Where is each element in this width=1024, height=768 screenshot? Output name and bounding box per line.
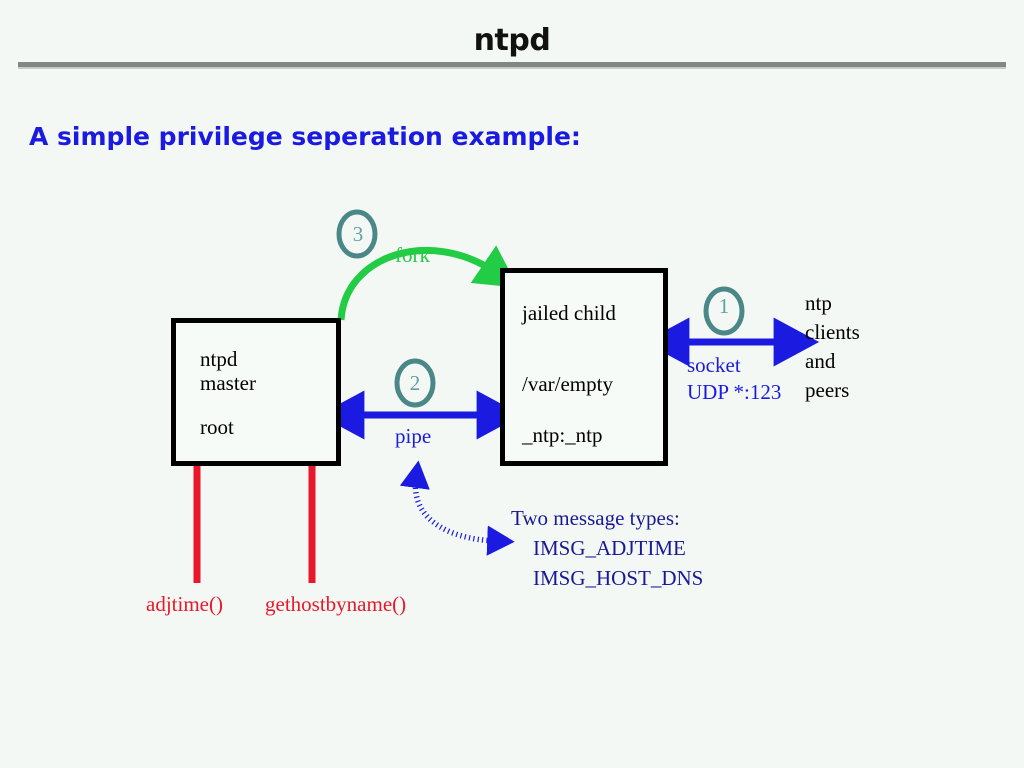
page-title: ntpd	[473, 23, 551, 58]
child-box-line-1: jailed child	[522, 301, 616, 325]
clients-line-1: ntp	[805, 291, 832, 315]
ntp-clients-text: ntp clients and peers	[805, 289, 860, 405]
socket-label: socket	[687, 353, 741, 377]
clients-line-3: and	[805, 349, 836, 373]
adjtime-label: adjtime()	[146, 592, 223, 616]
clients-line-4: peers	[805, 378, 850, 402]
ntpd-master-box: ntpd master root	[171, 318, 341, 466]
master-box-line-1: ntpd	[200, 347, 238, 371]
clients-line-2: clients	[805, 320, 860, 344]
child-box-line-3: _ntp:_ntp	[522, 423, 603, 447]
gethostbyname-label: gethostbyname()	[265, 592, 407, 616]
step-badge-1-number: 1	[718, 294, 730, 318]
step-badge-3-number: 3	[352, 222, 364, 246]
pipe-label: pipe	[395, 424, 432, 448]
slide-subtitle: A simple privilege seperation example:	[29, 122, 581, 151]
message-type-item-1: IMSG_ADJTIME	[533, 536, 686, 560]
jailed-child-box: jailed child /var/empty _ntp:_ntp	[500, 268, 668, 466]
message-types-heading: Two message types:	[511, 506, 680, 530]
message-callout-arrow	[399, 460, 515, 556]
message-types-block: Two message types: IMSG_ADJTIME IMSG_HOS…	[511, 503, 703, 593]
fork-label: fork	[395, 243, 430, 267]
message-type-item-2: IMSG_HOST_DNS	[533, 566, 704, 590]
child-box-line-2: /var/empty	[522, 372, 613, 396]
step-badge-2-number: 2	[409, 371, 421, 395]
master-box-line-2: master	[200, 371, 256, 395]
master-box-line-3: root	[200, 415, 234, 439]
socket-udp-label: UDP *:123	[687, 380, 782, 404]
title-divider	[18, 62, 1006, 69]
